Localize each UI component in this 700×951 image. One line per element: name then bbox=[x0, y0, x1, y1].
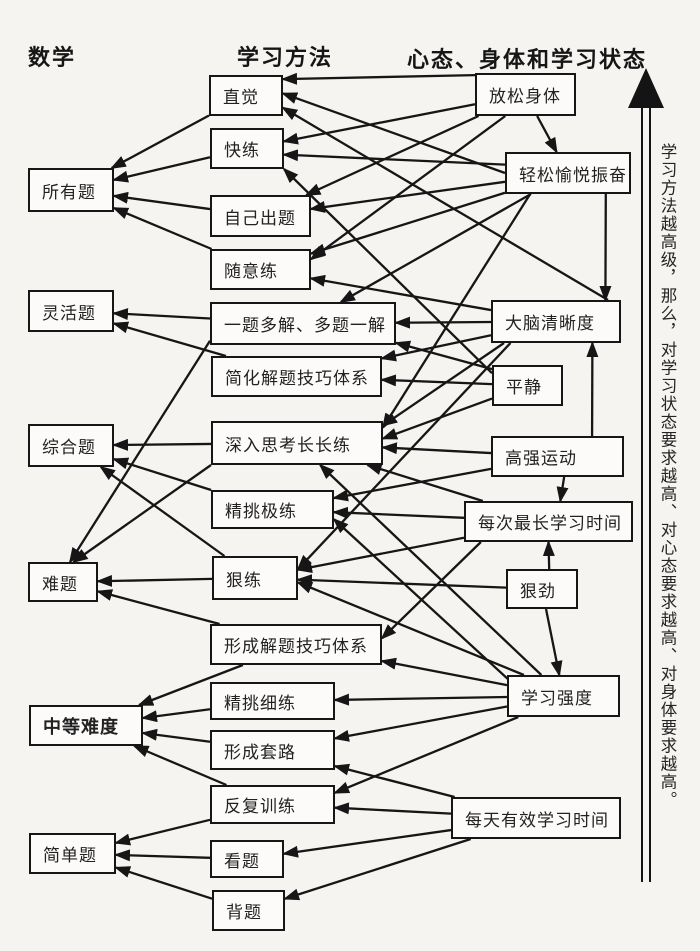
node-suoyouti: 所有题 bbox=[28, 168, 114, 212]
node-nanti: 难题 bbox=[28, 562, 98, 602]
edge-pingjing-to-shenru bbox=[381, 397, 493, 440]
node-danao: 大脑清晰度 bbox=[491, 300, 621, 343]
edge-fanfuxunlian-to-zhongdeng bbox=[132, 744, 227, 787]
edge-danao-to-yitiduojie bbox=[394, 316, 492, 329]
node-pingjing: 平静 bbox=[492, 365, 563, 406]
edge-xingchengtaolu-to-zhongdeng bbox=[141, 728, 211, 743]
edge-qingsong-to-yitiduojie bbox=[339, 193, 532, 303]
edge-qingsong-to-zhijue bbox=[281, 92, 506, 175]
edge-henjin-to-meici bbox=[542, 540, 555, 570]
column-header-math: 数学 bbox=[28, 45, 77, 70]
node-gaoqiang: 高强运动 bbox=[491, 436, 624, 477]
node-meitian: 每天有效学习时间 bbox=[451, 797, 621, 839]
edge-jingtiaoxilian-to-zhongdeng bbox=[141, 708, 211, 723]
edge-xuexiqiangdu-to-xingchengjieti bbox=[380, 657, 508, 687]
edge-henlian-to-nanti bbox=[96, 574, 213, 587]
edge-meitian-to-fanfuxunlian bbox=[333, 802, 452, 815]
node-beiti: 背题 bbox=[212, 890, 285, 931]
edge-xingchengjieti-to-zhongdeng bbox=[137, 663, 244, 707]
edge-meici-to-xingchengjieti bbox=[380, 541, 482, 640]
node-xingchengjieti: 形成解题技巧体系 bbox=[210, 624, 382, 665]
node-jingtiaojilian: 精挑极练 bbox=[211, 490, 334, 529]
node-qingsong: 轻松愉悦振奋 bbox=[505, 152, 631, 194]
node-kanti: 看题 bbox=[210, 840, 284, 878]
node-linghuoti: 灵活题 bbox=[28, 290, 114, 332]
edge-gaoqiang-to-jingtiaojilian bbox=[332, 467, 492, 502]
node-jianhua: 简化解题技巧体系 bbox=[211, 356, 382, 397]
edge-fangsong-to-zhijue bbox=[281, 72, 476, 85]
edge-kanti-to-jiandanti bbox=[114, 849, 211, 862]
edge-meitian-to-beiti bbox=[283, 837, 472, 901]
edge-henlian-to-zongheti bbox=[99, 465, 226, 557]
node-xingchengtaolu: 形成套路 bbox=[210, 730, 335, 770]
node-meici: 每次最长学习时间 bbox=[464, 501, 633, 542]
edge-gaoqiang-to-meici bbox=[556, 476, 569, 503]
node-fanfuxunlian: 反复训练 bbox=[210, 785, 335, 824]
column-header-mind-body-state: 心态、身体和学习状态 bbox=[407, 47, 648, 72]
node-zijichuti: 自己出题 bbox=[210, 195, 311, 237]
edge-meitian-to-kanti bbox=[282, 828, 452, 858]
edge-fangsong-to-qingsong bbox=[536, 115, 558, 154]
up-arrow-shaft bbox=[641, 106, 651, 882]
edge-xingchengjieti-to-nanti bbox=[96, 589, 220, 626]
edge-qingsong-to-suiyilian bbox=[309, 191, 506, 256]
edge-danao-to-suiyilian bbox=[309, 274, 492, 312]
edge-jingtiaojilian-to-zongheti bbox=[112, 457, 212, 492]
node-zhongdeng: 中等难度 bbox=[29, 705, 143, 746]
edge-xuexiqiangdu-to-fanfuxunlian bbox=[333, 715, 519, 794]
edge-danao-to-jianhua bbox=[380, 334, 492, 362]
node-henjin: 狠劲 bbox=[506, 569, 578, 609]
edge-fangsong-to-zijichuti bbox=[304, 114, 480, 197]
node-fangsong: 放松身体 bbox=[475, 73, 576, 116]
edge-xuexiqiangdu-to-shenru bbox=[318, 463, 543, 676]
edge-pingjing-to-kuailian bbox=[282, 167, 493, 375]
node-suiyilian: 随意练 bbox=[210, 249, 311, 290]
edge-shenru-to-nanti bbox=[71, 464, 212, 564]
edge-xuexiqiangdu-to-henlian bbox=[296, 581, 525, 677]
edge-kuailian-to-suoyouti bbox=[112, 156, 211, 183]
edge-xuexiqiangdu-to-xingchengtaolu bbox=[333, 705, 508, 742]
edge-yitiduojie-to-linghuoti bbox=[112, 308, 211, 321]
edge-meici-to-jingtiaojilian bbox=[332, 506, 465, 519]
side-note-vertical-text: 学习方法越高级，那么，对学习状态要求越高、对心态要求越高、对身体要求越高。 bbox=[658, 143, 676, 809]
edge-danao-to-shenru bbox=[381, 342, 505, 427]
edge-xuexiqiangdu-to-jingtiaojilian bbox=[332, 517, 514, 685]
edge-xuexiqiangdu-to-jingtiaoxilian bbox=[333, 693, 508, 706]
edge-jianhua-to-linghuoti bbox=[112, 321, 227, 358]
edge-shenru-to-zongheti bbox=[112, 438, 212, 451]
node-xuexiqiangdu: 学习强度 bbox=[507, 675, 620, 717]
edge-henjin-to-henlian bbox=[296, 574, 507, 589]
node-kuailian: 快练 bbox=[210, 128, 284, 169]
edge-danao-to-zhijue bbox=[281, 106, 609, 301]
up-arrow-icon bbox=[628, 68, 664, 108]
edge-pingjing-to-yitiduojie bbox=[394, 340, 493, 371]
edge-meitian-to-xingchengtaolu bbox=[333, 763, 455, 799]
column-header-learning-methods: 学习方法 bbox=[237, 45, 334, 70]
edge-zijichuti-to-suoyouti bbox=[112, 191, 211, 211]
edge-pingjing-to-jianhua bbox=[380, 374, 493, 387]
edge-meici-to-shenru bbox=[365, 463, 484, 503]
edge-qingsong-to-kuailian bbox=[282, 149, 506, 166]
edge-henjin-to-xuexiqiangdu bbox=[544, 608, 563, 677]
edge-fangsong-to-kuailian bbox=[282, 103, 476, 145]
node-shenru: 深入思考长长练 bbox=[211, 421, 383, 465]
edge-qingsong-to-zijichuti bbox=[309, 180, 506, 213]
edge-beiti-to-jiandanti bbox=[114, 866, 213, 900]
node-zongheti: 综合题 bbox=[28, 424, 114, 467]
edge-gaoqiang-to-shenru bbox=[381, 442, 492, 455]
node-yitiduojie: 一题多解、多题一解 bbox=[210, 302, 396, 345]
edge-meici-to-henlian bbox=[296, 536, 465, 573]
node-zhijue: 直觉 bbox=[209, 75, 283, 116]
edge-suiyilian-to-suoyouti bbox=[112, 206, 213, 251]
edge-qingsong-to-shenru bbox=[381, 193, 532, 430]
edge-zhijue-to-suoyouti bbox=[109, 114, 210, 170]
node-henlian: 狠练 bbox=[212, 556, 298, 600]
edge-fanfuxunlian-to-jiandanti bbox=[114, 818, 211, 846]
edge-yitiduojie-to-nanti bbox=[68, 340, 211, 564]
node-jingtiaoxilian: 精挑细练 bbox=[210, 682, 335, 720]
node-jiandanti: 简单题 bbox=[29, 833, 116, 874]
edge-fangsong-to-suiyilian bbox=[309, 115, 506, 261]
